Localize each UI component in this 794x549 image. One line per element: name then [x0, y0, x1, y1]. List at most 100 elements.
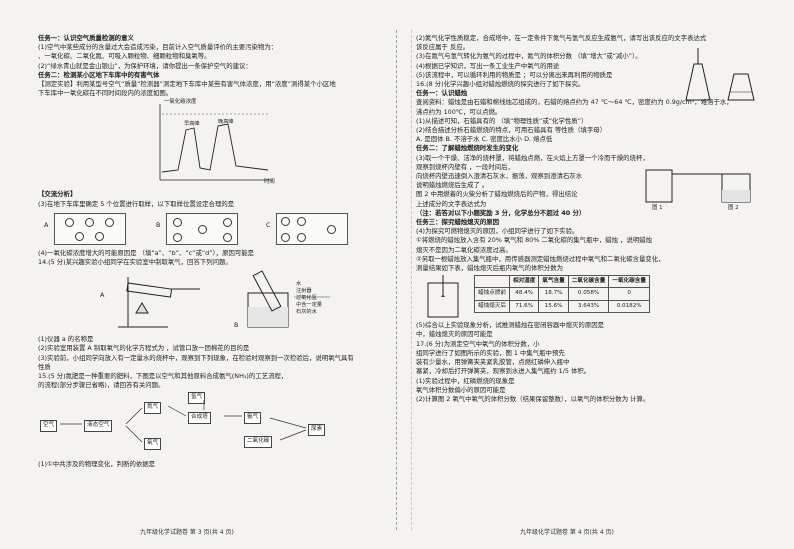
choice-a-label: A [44, 220, 49, 229]
text-line: 任务一：认识空气质量检测的意义 [38, 34, 134, 42]
co-concentration-graph [159, 104, 273, 181]
flow-node-urea: 尿素 [308, 424, 326, 436]
left-page: 任务一：认识空气质量检测的意义(1)空气中某些成分的含量过大会造成污染，目前计入… [38, 34, 390, 524]
text-line: （注：若答对以下小题奖励 3 分，化学总分不超过 40 分） [416, 208, 586, 217]
binding-gutter [396, 30, 412, 530]
text-line: 说明蜡烛燃烧后生成了 。 [416, 181, 489, 190]
phosphorus-apparatus-icon [645, 169, 751, 203]
flow-node-ammonia: 氨气 [244, 412, 262, 424]
graph-peak-2-label: 晚高峰 [218, 119, 234, 126]
flow-node-oxygen: 氧气 [144, 438, 162, 450]
text-line: 上述成分的文字表达式为 [416, 199, 487, 208]
text-line: 沸点约为 100℃，可以点燃。 [416, 107, 502, 116]
flow-node-synthesis-tower: 合成塔 [188, 412, 211, 424]
choice-c-box[interactable] [276, 212, 348, 245]
text-line: 15.(5 分)氮肥是一种重要的肥料，下图是以空气和其他原料合成氨气(NH₃)的… [38, 372, 288, 381]
text-line: (2)计算图 2 氧气中氧气的体积分数（结果保留整数），以氧气的体积分数为 计算… [416, 394, 650, 403]
text-line: (3)在地下车库里确定 5 个位置进行取样，以下取样位置设定合理的是 [38, 199, 235, 208]
flow-node-liquid-air: 液态空气 [84, 420, 113, 432]
text-line: 该反应属于 反应。 [416, 43, 470, 52]
text-line: (4)为探究可燃物熄灭的原因，小组同学进行了如下实验。 [416, 227, 579, 236]
sensor-bottle-icon [427, 275, 459, 318]
apparatus-a-label: A [100, 291, 105, 300]
right-text-block-2: (5)综合以上实验现象分析，试推测蜡烛在密闭容器中熄灭的原因是中，蜡烛熄灭的原因… [416, 321, 766, 404]
text-line: ①将燃烧的蜡烛放入含有 20% 氧气和 80% 二氧化碳的集气瓶中，蜡烛 ，说明… [416, 236, 653, 245]
text-line: 、一氧化碳、二氧化氮、可吸入颗粒物、细颗粒物和臭氧等。 [38, 52, 211, 61]
text-line: 查阅资料：蜡烛是由石蜡和棉线烛芯组成的，石蜡的熔点约为 47 ℃～64 ℃，密度… [416, 98, 733, 107]
text-line: 氧气体积分数偏小的原因可能是 [416, 385, 506, 394]
text-line: (1)仪器 a 的名称是 [38, 335, 94, 344]
text-line: 16.(8 分)化学兴趣小组对蜡烛燃烧的探究进行了如下探究。 [416, 80, 585, 89]
flow-chart-area: 空气 液态空气 氮气 氧气 氢气 合成塔 氨气 二氧化碳 尿素 [38, 390, 390, 460]
choice-a-box[interactable] [54, 212, 126, 245]
text-line: 任务三：探究蜡烛熄灭的原因 [416, 218, 500, 227]
text-line: 观察到烧杯内壁有 ，一段时间后， [416, 162, 514, 171]
right-text-block-1: (2)氮气化学性质稳定，合成塔中，在一定条件下氮气与氢气反应生成氨气，请写出该反… [416, 34, 766, 273]
choice-c-label: C [266, 220, 271, 229]
text-line: 任务一：认识蜡烛 [416, 89, 468, 98]
text-line: 图 2 中用燃着的火柴分析了蜡烛燃烧后的产物，得出结论 [416, 190, 578, 199]
figure-2-caption: 图 2 [728, 205, 739, 211]
apparatus-b-label: B [234, 321, 239, 330]
table-header-row: 相对湿度 氧气含量二氧化碳含量 一氧化碳含量 [474, 275, 650, 289]
sampling-choices: A B C [38, 209, 390, 249]
text-line: 性质 [38, 362, 51, 371]
figure-1-caption: 图 1 [652, 205, 663, 211]
text-line: (1)从描述可知，石蜡具有的 （填“物理性质”或“化学性质”） [416, 116, 588, 125]
co-graph-area: 一氧化碳浓度 时间 早高峰 晚高峰 [38, 98, 390, 190]
choice-b-box[interactable] [166, 212, 238, 245]
graph-y-label: 一氧化碳浓度 [164, 99, 197, 106]
text-line: 【测定实验】利用某型号空气“质量”检测器”测定地下车库中某些有害气体浓度，用“浓… [38, 80, 336, 89]
apparatus-area: A B 水注射器 过氧化氢中含一定量 石灰的水 [38, 267, 390, 335]
text-line: (5)综合以上实验现象分析，试推测蜡烛在密闭容器中熄灭的原因是 [416, 321, 604, 330]
text-line: (2)氮气化学性质稳定，合成塔中，在一定条件下氮气与氢气反应生成氨气，请写出该反… [416, 34, 707, 42]
left-page-footer: 九年级化学试题卷 第 3 页(共 4 页) [140, 529, 234, 536]
text-line: (3)取一个干燥、洁净的烧杯罩，将蜡烛点燃，在火焰上方罩一个冷而干燥的烧杯， [416, 153, 649, 162]
apparatus-b-icon [247, 270, 330, 328]
text-line: (2)实验室用装置 A 制取氧气的化学方程式为 ，试管口放一团棉花的目的是 [38, 344, 250, 353]
right-page: (2)氮气化学性质稳定，合成塔中，在一定条件下氮气与氢气反应生成氨气，请写出该反… [416, 34, 766, 524]
left-text-block-2: 【交流分析】(3)在地下车库里确定 5 个位置进行取样，以下取样位置设定合理的是 [38, 190, 390, 208]
text-line: A. 是固体 B. 不溶于水 C. 密度比水小 D. 熔点低 [416, 135, 553, 144]
left-text-block-4: (1)仪器 a 的名称是(2)实验室用装置 A 制取氧气的化学方程式为 ，试管口… [38, 335, 390, 390]
text-line: (2)结合描述分析石蜡燃烧的特点，可用石蜡具有 等性质（填字母） [416, 126, 607, 135]
text-line: (1)空气中某些成分的含量过大会造成污染，目前计入空气质量评价的主要污染物为： [38, 43, 278, 52]
text-line: (3)实验前，小组同学向放入有一定量水的烧杯中，观察到下列现象，在检验时观察到一… [38, 353, 354, 362]
text-line: 向烧杯内壁迅速倒入澄清石灰水，振荡，观察到澄清石灰水 [416, 172, 583, 181]
left-text-block-5: (1)①中共涉及的物理变化，判断的依据是 [38, 460, 390, 469]
text-line: (2)“绿水青山就是金山银山”，为保护环境，请你提出一条保护空气的建议： [38, 61, 252, 70]
text-line: 组同学进行了如图所示的实验，图 1 中集气瓶中预先 [416, 348, 565, 357]
flow-node-air: 空气 [40, 420, 58, 432]
text-line: 14.(5 分)某兴趣实验小组同学在实验室中制取氧气，回答下列问题。 [38, 258, 232, 267]
flow-node-co2: 二氧化碳 [244, 436, 273, 448]
text-line: (4)根据已学知识，写出一条工业生产中氧气的用途 [416, 61, 560, 70]
left-text-block-1: 任务一：认识空气质量检测的意义(1)空气中某些成分的含量过大会造成污染，目前计入… [38, 34, 390, 98]
text-line: 装有少量水，用弹簧夹夹紧乳胶管，点燃红磷伸入瓶中 [416, 358, 570, 367]
text-line: 熄灭不是因为二氧化碳浓度过高。 [416, 245, 512, 254]
text-line: (5)该流程中，可以循环利用的物质是 ；可以分离出来再利用的物质是 [416, 70, 613, 79]
apparatus-b-notes: 水注射器 过氧化氢中含一定量 石灰的水 [296, 281, 322, 316]
text-line: (4)一氧化碳浓度增大的可能原因是 （填“a”、“b”、“c”或“d”），原因可… [38, 248, 255, 257]
choice-b-label: B [156, 220, 161, 229]
text-line: (1)①中共涉及的物理变化，判断的依据是 [38, 460, 156, 469]
flow-node-nitrogen: 氮气 [144, 402, 162, 414]
text-line: 任务二：了解蜡烛燃烧时发生的变化 [416, 144, 519, 153]
text-line: 【交流分析】 [38, 190, 77, 199]
candle-beaker-icon [685, 48, 755, 101]
text-line: 的流程(部分步骤已省略)，请回答有关问题。 [38, 381, 165, 390]
right-page-footer: 九年级化学试题卷 第 4 页(共 4 页) [520, 529, 614, 536]
text-line: 塞紧，冷却后打开弹簧夹，观察到水进入集气瓶约 1/5 体积。 [416, 367, 591, 376]
text-line: 中，蜡烛熄灭的原因可能是 [416, 330, 493, 339]
graph-peak-1-label: 早高峰 [184, 121, 200, 128]
text-line: (3)在氮气与氢气转化为氨气的过程中，氮气的体积分数 （填“增大”或“减小”）。 [416, 52, 642, 61]
text-line: 下车库中一氧化碳在不同时间段内的浓度如图。 [38, 89, 173, 98]
text-line: (1)实验过程中，红磷燃烧的现象是 [416, 376, 515, 385]
text-line: 17.(6 分)为测定空气中氧气的体积分数，小 [416, 339, 540, 348]
flow-arrows [60, 400, 307, 443]
text-line: 测量结果如下表，蜡烛熄灭后瓶内氧气的体积分数为 [416, 264, 563, 273]
